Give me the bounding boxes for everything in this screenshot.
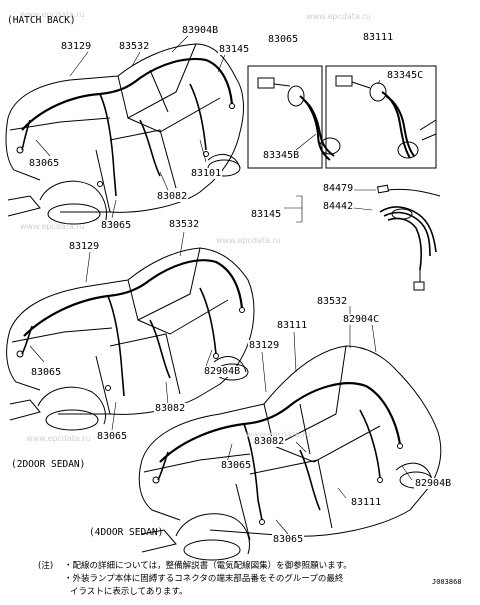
part-number-label[interactable]: 84479 (322, 183, 355, 194)
part-number-label[interactable]: 83129 (248, 340, 281, 351)
detail-box-rear-gate-harness (247, 65, 341, 169)
part-number-label[interactable]: 83111 (276, 320, 309, 331)
note-line: イラストに表示してあります。 (70, 587, 188, 597)
part-number-label[interactable]: 83129 (60, 41, 93, 52)
part-number-label[interactable]: 83065 (267, 34, 300, 45)
sedan-4door-car-drawing (138, 306, 442, 561)
part-number-label[interactable]: 83101 (190, 168, 223, 179)
note-prefix: (注) (38, 561, 54, 571)
part-number-label[interactable]: 82904C (342, 314, 381, 325)
part-number-label[interactable]: 83111 (362, 32, 395, 43)
note-line: ・配線の詳細については，整備解説書（電気配線図集）を御参照願います。 (64, 561, 352, 571)
watermark: www.epcdata.ru (216, 236, 281, 245)
figure-code: J003868 (432, 578, 462, 586)
part-number-label[interactable]: 83065 (220, 460, 253, 471)
variant-title-2door-sedan: (2DOOR SEDAN) (11, 459, 86, 470)
part-number-label[interactable]: 83129 (68, 241, 101, 252)
part-number-label[interactable]: 83145 (218, 44, 251, 55)
part-number-label[interactable]: 84442 (322, 201, 355, 212)
part-number-label[interactable]: 82904B (203, 366, 242, 377)
variant-title-4door-sedan: (4DOOR SEDAN) (89, 527, 164, 538)
part-number-label[interactable]: 83145 (250, 209, 283, 220)
part-number-label[interactable]: 83532 (316, 296, 349, 307)
part-number-label[interactable]: 83345B (262, 150, 301, 161)
variant-title-hatchback: (HATCH BACK) (7, 15, 76, 26)
part-number-label[interactable]: 83904B (181, 25, 220, 36)
part-number-label[interactable]: 83082 (253, 436, 286, 447)
part-number-label[interactable]: 83082 (156, 191, 189, 202)
hatchback-car-drawing (5, 33, 244, 225)
watermark: www.epcdata.ru (20, 222, 85, 231)
part-number-label[interactable]: 83065 (28, 158, 61, 169)
part-number-label[interactable]: 83065 (96, 431, 129, 442)
part-number-label[interactable]: 83532 (118, 41, 151, 52)
part-number-label[interactable]: 83082 (154, 403, 187, 414)
part-number-label[interactable]: 83111 (350, 497, 383, 508)
part-number-label[interactable]: 83065 (30, 367, 63, 378)
sedan-2door-car-drawing (6, 231, 255, 431)
part-number-label[interactable]: 83065 (100, 220, 133, 231)
watermark: www.epcdata.ru (246, 430, 311, 439)
part-number-label[interactable]: 82904B (414, 478, 453, 489)
detail-license-lamp-harness (284, 184, 441, 291)
part-number-label[interactable]: 83532 (168, 219, 201, 230)
watermark: www.epcdata.ru (20, 10, 85, 19)
part-number-label[interactable]: 83345C (386, 70, 425, 81)
watermark: www.epcdata.ru (26, 434, 91, 443)
watermark: www.epcdata.ru (306, 12, 371, 21)
detail-box-trunk-harness (325, 65, 437, 169)
note-line: ・外装ランプ本体に固縛するコネクタの端末部品番をそのグループの最終 (64, 574, 344, 584)
part-number-label[interactable]: 83065 (272, 534, 305, 545)
